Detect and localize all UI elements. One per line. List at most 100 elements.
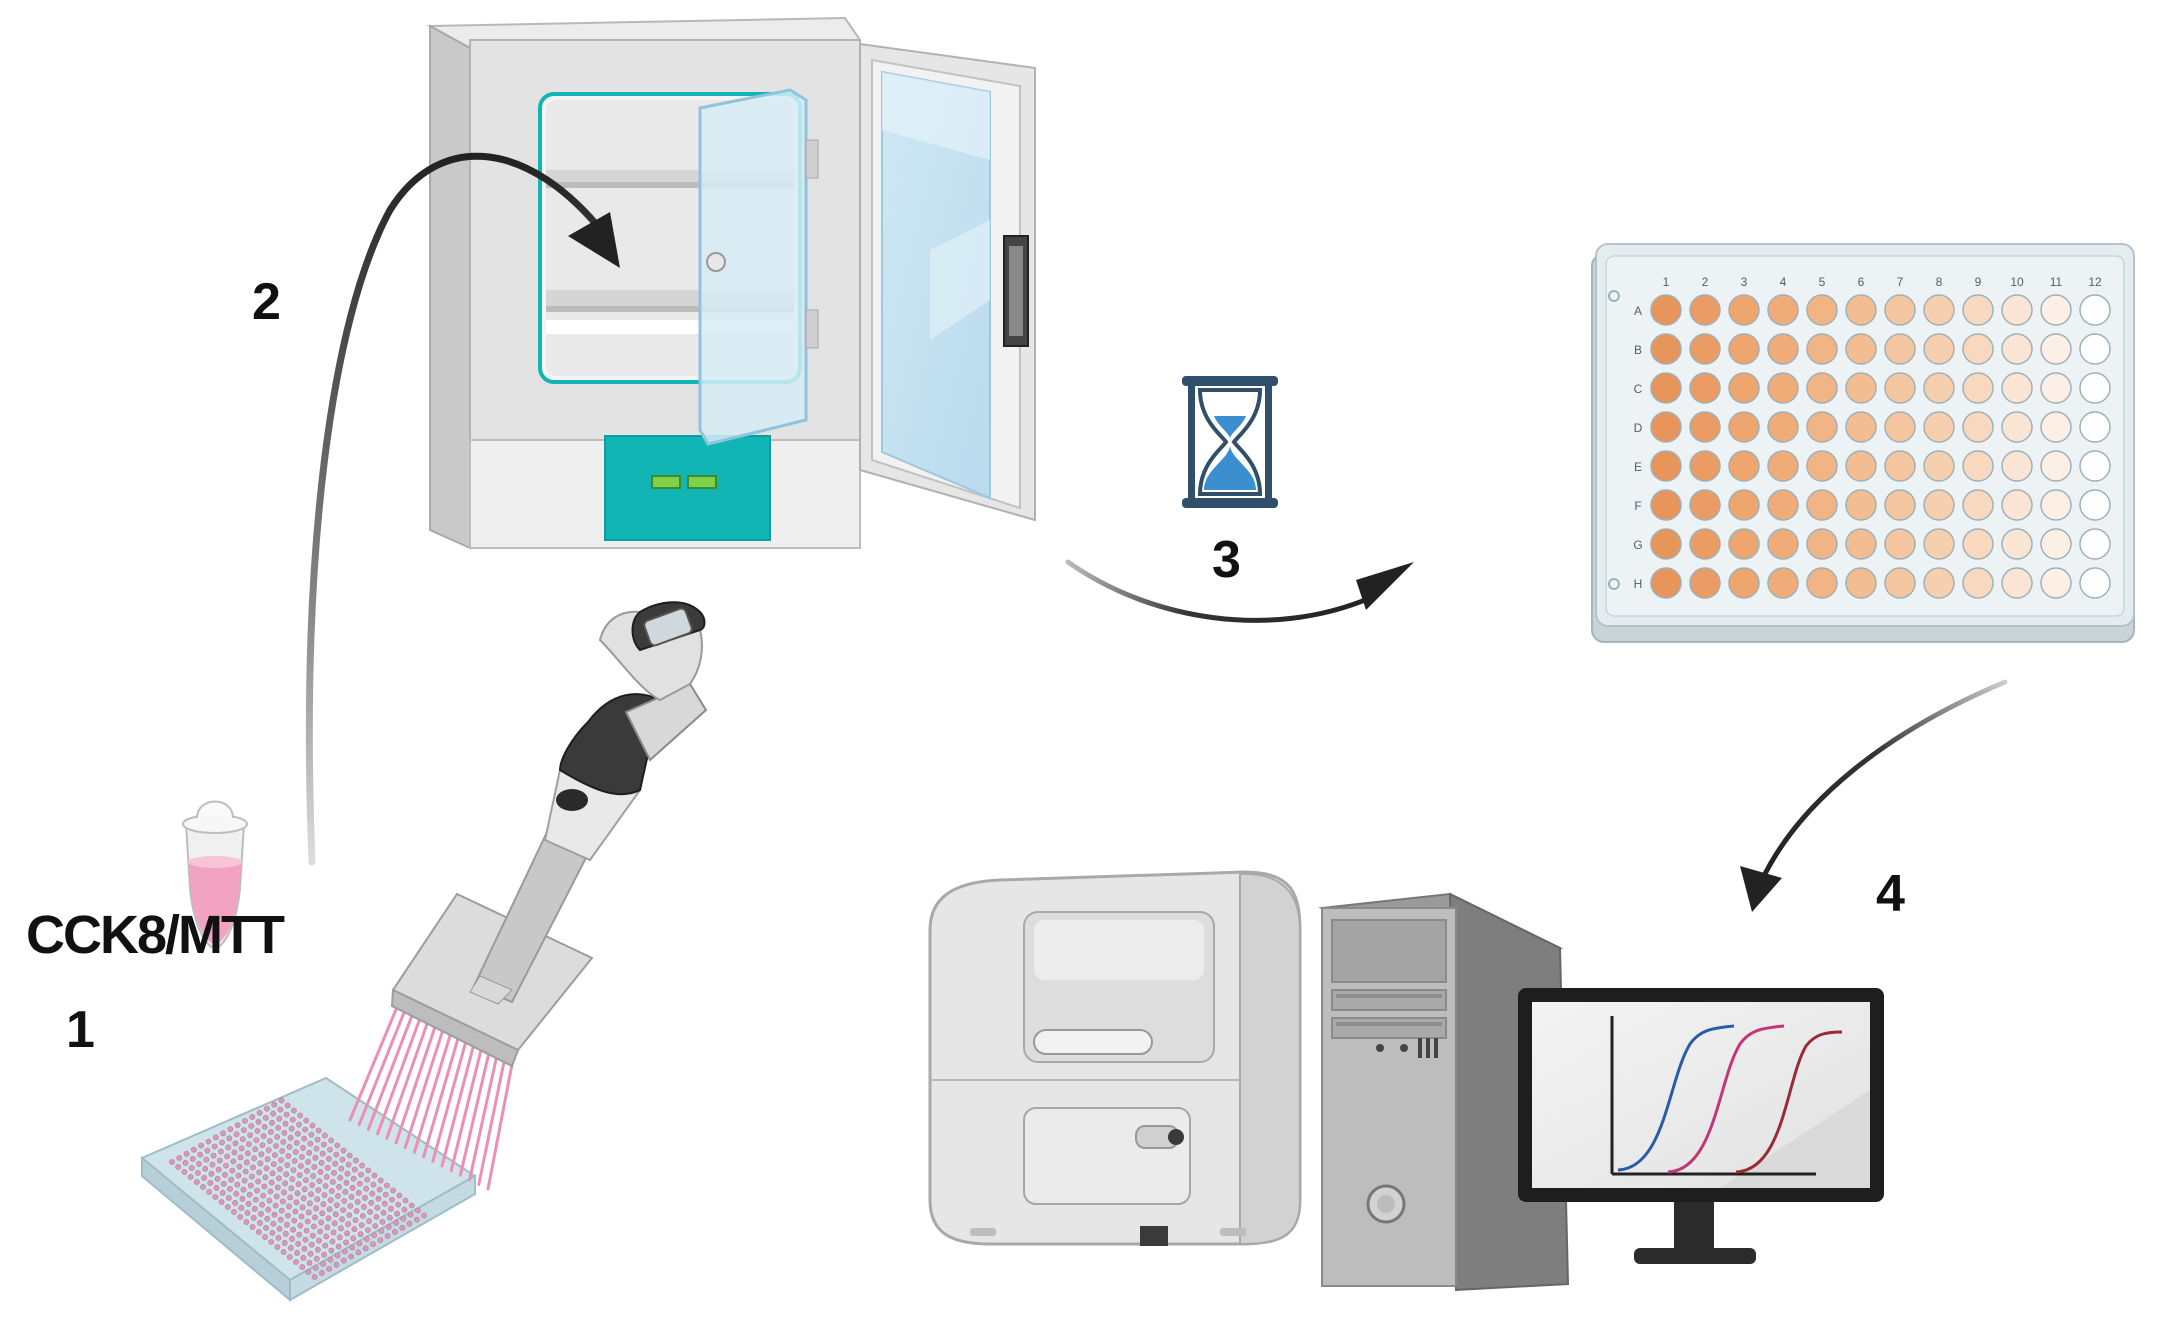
plate384-well — [287, 1134, 294, 1141]
plate384-well — [281, 1189, 287, 1196]
plate384-well — [302, 1177, 309, 1183]
plate-column-label: 3 — [1741, 275, 1748, 289]
plate384-well — [322, 1242, 329, 1249]
plate-well — [2001, 567, 2033, 599]
plate384-well — [393, 1219, 399, 1226]
plate-well — [1650, 450, 1682, 482]
plate-row-label: B — [1634, 343, 1642, 357]
plate384-well — [293, 1139, 300, 1146]
plate-well — [1884, 489, 1916, 521]
plate384-well — [344, 1230, 350, 1237]
plate384-well — [216, 1157, 223, 1164]
plate384-well — [273, 1193, 280, 1200]
plate384-well — [307, 1140, 314, 1147]
plate384-well — [351, 1166, 358, 1173]
plate384-well — [274, 1184, 281, 1191]
plate384-well — [256, 1109, 263, 1116]
plate384-well — [324, 1164, 331, 1171]
plate384-well — [219, 1190, 226, 1196]
plate384-well — [242, 1168, 249, 1175]
plate384-well — [277, 1166, 283, 1173]
plate384-well — [304, 1168, 310, 1174]
plate384-well — [348, 1253, 354, 1260]
plate384-well — [384, 1233, 391, 1239]
plate384-well — [402, 1197, 409, 1204]
plate384-well — [282, 1230, 289, 1237]
plate384-well — [300, 1255, 307, 1261]
plate-well — [1923, 489, 1955, 521]
plate384-well — [316, 1178, 323, 1184]
plate384-well — [265, 1206, 272, 1213]
plate384-well — [335, 1193, 341, 1199]
plate-well — [1884, 411, 1916, 443]
plate384-well — [217, 1148, 224, 1155]
plate-column-label: 11 — [2050, 275, 2063, 289]
reagent-label: CCK8/MTT — [26, 905, 285, 965]
plate-well — [1689, 489, 1721, 521]
plate384-well — [244, 1150, 251, 1157]
plate384-well — [285, 1212, 291, 1219]
plate384-well — [251, 1155, 257, 1162]
plate384-well — [242, 1118, 248, 1124]
plate-well — [1806, 372, 1838, 404]
pipette-tip — [394, 1016, 440, 1145]
plate-well — [1884, 567, 1916, 599]
plate384-well — [187, 1174, 194, 1180]
plate-column-label: 9 — [1975, 275, 1982, 289]
plate-well — [1728, 567, 1760, 599]
plate384-well — [293, 1259, 299, 1265]
plate384-well — [269, 1119, 275, 1126]
plate-well — [1689, 333, 1721, 365]
plate384-well — [243, 1159, 250, 1166]
arrow-step-2 — [305, 152, 620, 866]
plate384-well — [293, 1199, 300, 1206]
plate384-well — [376, 1186, 383, 1193]
plate384-well — [369, 1190, 376, 1197]
plate384-well — [255, 1229, 262, 1235]
plate384-well — [305, 1209, 312, 1216]
plate384-well — [318, 1219, 325, 1226]
plate384-well — [301, 1135, 307, 1142]
plate384-well — [331, 1169, 337, 1176]
plate384-well — [401, 1206, 408, 1213]
plate384-well — [203, 1156, 210, 1163]
plate-well — [1689, 528, 1721, 560]
plate384-well — [276, 1225, 283, 1232]
plate-well — [1923, 567, 1955, 599]
plate-well — [1962, 294, 1994, 326]
plate384-well — [248, 1173, 255, 1180]
plate384-well — [287, 1194, 294, 1201]
plate384-well — [264, 1215, 271, 1222]
plate384-well — [332, 1160, 338, 1167]
plate384-well — [215, 1166, 222, 1173]
plate384-well — [175, 1164, 182, 1170]
plate384-well — [326, 1206, 333, 1213]
plate384-well — [267, 1188, 274, 1195]
plate384-well — [251, 1205, 258, 1212]
plate384-well — [335, 1243, 342, 1250]
pipette-icon — [348, 601, 708, 1191]
plate384-well — [302, 1126, 309, 1133]
plate384-well — [308, 1131, 315, 1138]
plate-well — [1650, 489, 1682, 521]
plate384-well — [295, 1181, 302, 1188]
plate384-well — [193, 1179, 200, 1185]
plate384-well — [260, 1192, 267, 1199]
plate384-well — [396, 1192, 403, 1199]
plate384-well — [275, 1235, 282, 1241]
plate384-well — [219, 1139, 225, 1146]
plate-well — [2079, 294, 2111, 326]
plate-well — [2001, 489, 2033, 521]
plate384-well — [189, 1155, 196, 1162]
plate384-well — [254, 1187, 260, 1194]
plate384-well — [325, 1155, 332, 1162]
plate384-well — [360, 1204, 367, 1210]
plate384-well — [421, 1212, 427, 1219]
plate384-well — [227, 1126, 234, 1133]
pipette-tip — [431, 1030, 470, 1163]
plate384-well — [323, 1174, 330, 1180]
plate384-well — [301, 1245, 308, 1252]
pipette-tip — [449, 1038, 486, 1173]
plate384-well — [332, 1211, 339, 1218]
plate384-well — [356, 1180, 363, 1187]
